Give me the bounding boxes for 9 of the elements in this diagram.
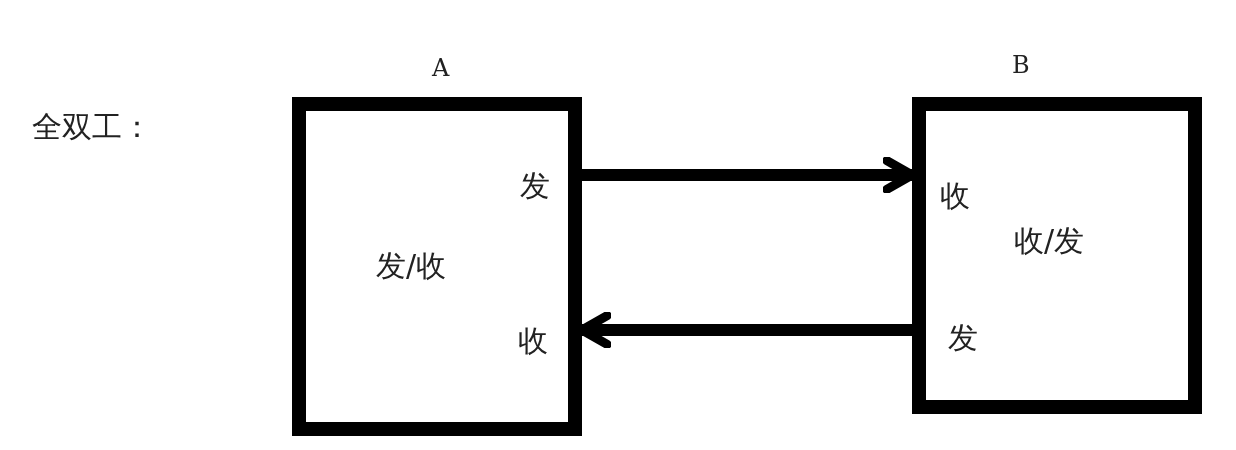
port-label: 发 bbox=[948, 323, 978, 353]
title-label: 全双工： bbox=[32, 112, 152, 142]
device-label: B bbox=[1012, 53, 1030, 77]
port-label: 收 bbox=[940, 181, 970, 211]
port-label: 收 bbox=[518, 326, 548, 356]
mode-label: 收/发 bbox=[1014, 226, 1085, 256]
port-label: 发 bbox=[520, 171, 550, 201]
mode-label: 发/收 bbox=[376, 251, 447, 281]
device-label: A bbox=[432, 56, 450, 80]
